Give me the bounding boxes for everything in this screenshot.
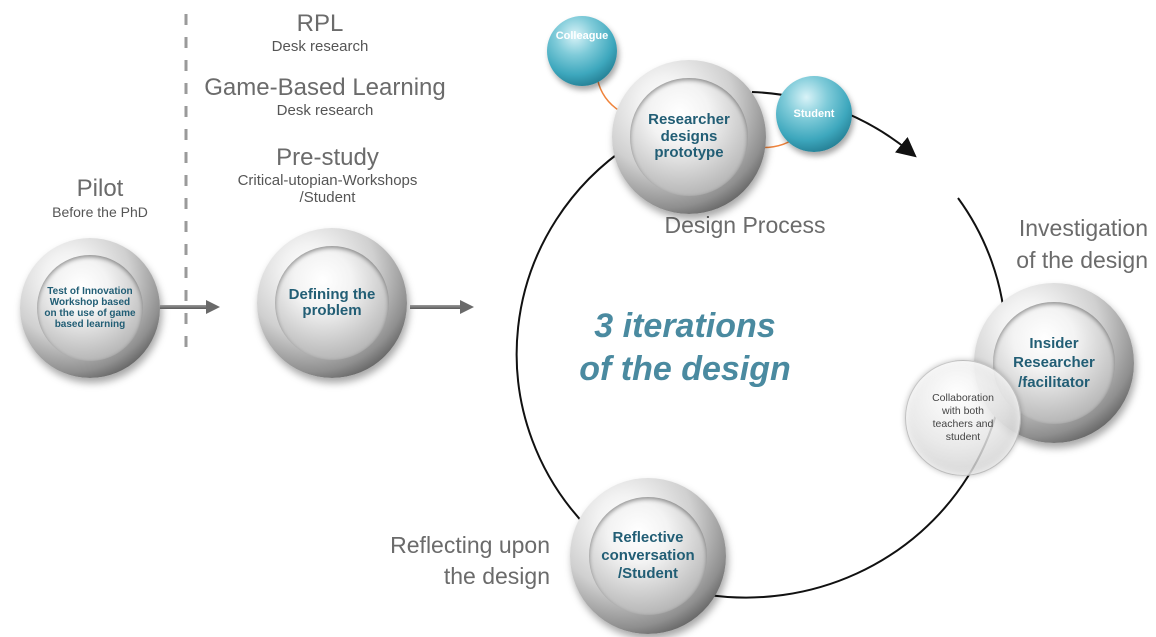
center-line1: 3 iterations bbox=[594, 307, 776, 345]
prestudy-sub1: Critical-utopian-Workshops bbox=[237, 172, 418, 189]
collaboration-label: Collaboration with both teachers and stu… bbox=[932, 391, 994, 444]
rpl-sub: Desk research bbox=[271, 38, 369, 55]
pilot-node-label: Test of Innovation Workshop based on the… bbox=[44, 285, 136, 330]
cycle-center-text: 3 iterations of the design bbox=[545, 305, 825, 390]
gbl-title: Game-Based Learning bbox=[204, 74, 446, 101]
researcher-node: Researcher designs prototype bbox=[612, 60, 766, 214]
gbl-sub: Desk research bbox=[276, 102, 374, 119]
gbl-group: Game-Based Learning Desk research bbox=[190, 74, 460, 119]
defining-node-label: Defining the problem bbox=[288, 285, 376, 319]
rpl-group: RPL Desk research bbox=[220, 10, 420, 55]
arrow-head-2 bbox=[460, 300, 474, 314]
arrow-defining-to-cycle bbox=[410, 305, 462, 309]
researcher-node-label: Researcher designs prototype bbox=[648, 111, 730, 162]
reflective-node: Reflective conversation /Student bbox=[570, 478, 726, 634]
investigation-text: Investigation of the design bbox=[998, 212, 1148, 276]
reflecting-line1: Reflecting upon bbox=[390, 532, 550, 558]
prestudy-sub2: /Student bbox=[299, 189, 356, 206]
reflective-node-label: Reflective conversation /Student bbox=[601, 528, 695, 582]
investigation-line2: of the design bbox=[1016, 247, 1148, 274]
investigation-line1: Investigation bbox=[1018, 215, 1148, 241]
student-label: Student bbox=[793, 108, 835, 120]
center-line2: of the design bbox=[579, 349, 791, 388]
pilot-node: Test of Innovation Workshop based on the… bbox=[20, 238, 160, 378]
reflecting-line2: the design bbox=[443, 563, 550, 590]
reflecting-text: Reflecting upon the design bbox=[370, 530, 550, 592]
colleague-bubble: Colleague bbox=[547, 16, 617, 86]
collaboration-bubble: Collaboration with both teachers and stu… bbox=[905, 360, 1021, 476]
arrow-pilot-to-defining bbox=[160, 305, 208, 309]
arrow-head-1 bbox=[206, 300, 220, 314]
cycle-arc-left bbox=[515, 144, 631, 529]
pilot-subtitle: Before the PhD bbox=[52, 204, 148, 220]
prestudy-group: Pre-study Critical-utopian-Workshops /St… bbox=[200, 144, 455, 206]
student-bubble: Student bbox=[776, 76, 852, 152]
cycle-arc-right bbox=[708, 197, 1008, 599]
design-process-label: Design Process bbox=[664, 212, 826, 238]
insider-node-label: Insider Researcher /facilitator bbox=[1013, 334, 1095, 391]
colleague-label: Colleague bbox=[555, 30, 609, 42]
rpl-title: RPL bbox=[296, 10, 344, 37]
prestudy-title: Pre-study bbox=[276, 144, 379, 171]
pilot-title: Pilot bbox=[76, 175, 124, 202]
defining-node: Defining the problem bbox=[257, 228, 407, 378]
